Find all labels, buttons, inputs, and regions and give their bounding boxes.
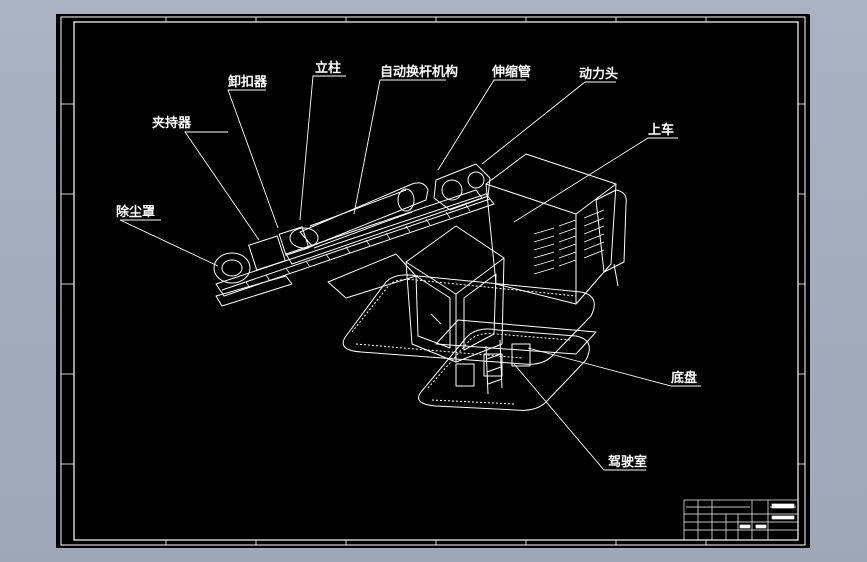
dust-cover [213,252,293,307]
outer-frame [60,16,806,546]
leader-lines [119,75,701,471]
rear-crawler-track [342,274,595,365]
support-arm [327,253,417,299]
label-unloader: 卸扣器 [228,74,268,90]
label-power-head: 动力头 [579,66,618,82]
label-upper-car: 上车 [648,122,674,138]
power-head [433,163,491,211]
upper-car-body [485,153,627,305]
drilling-rig-illustration [213,153,627,411]
label-chassis: 底盘 [671,370,697,386]
front-crawler-track [418,328,590,411]
zone-ticks [61,17,805,545]
drawing-sheet: 夹持器 卸扣器 立柱 自动换杆机构 伸缩管 动力头 除尘罩 上车 底盘 驾驶室 [56,14,810,548]
drawing-canvas: 夹持器 卸扣器 立柱 自动换杆机构 伸缩管 动力头 除尘罩 上车 底盘 驾驶室 [60,16,806,546]
cab-structure [405,225,505,395]
rod-changer [289,188,415,249]
chassis-frame [435,319,597,355]
label-cab: 驾驶室 [608,454,647,470]
label-auto-rod-changer: 自动换杆机构 [380,64,458,80]
label-telescopic-tube: 伸缩管 [491,64,531,80]
label-dust-cover: 除尘罩 [116,204,155,220]
label-clamp: 夹持器 [152,115,192,131]
label-column: 立柱 [315,60,341,76]
title-block [683,499,799,541]
clamp-unloader [248,226,310,271]
